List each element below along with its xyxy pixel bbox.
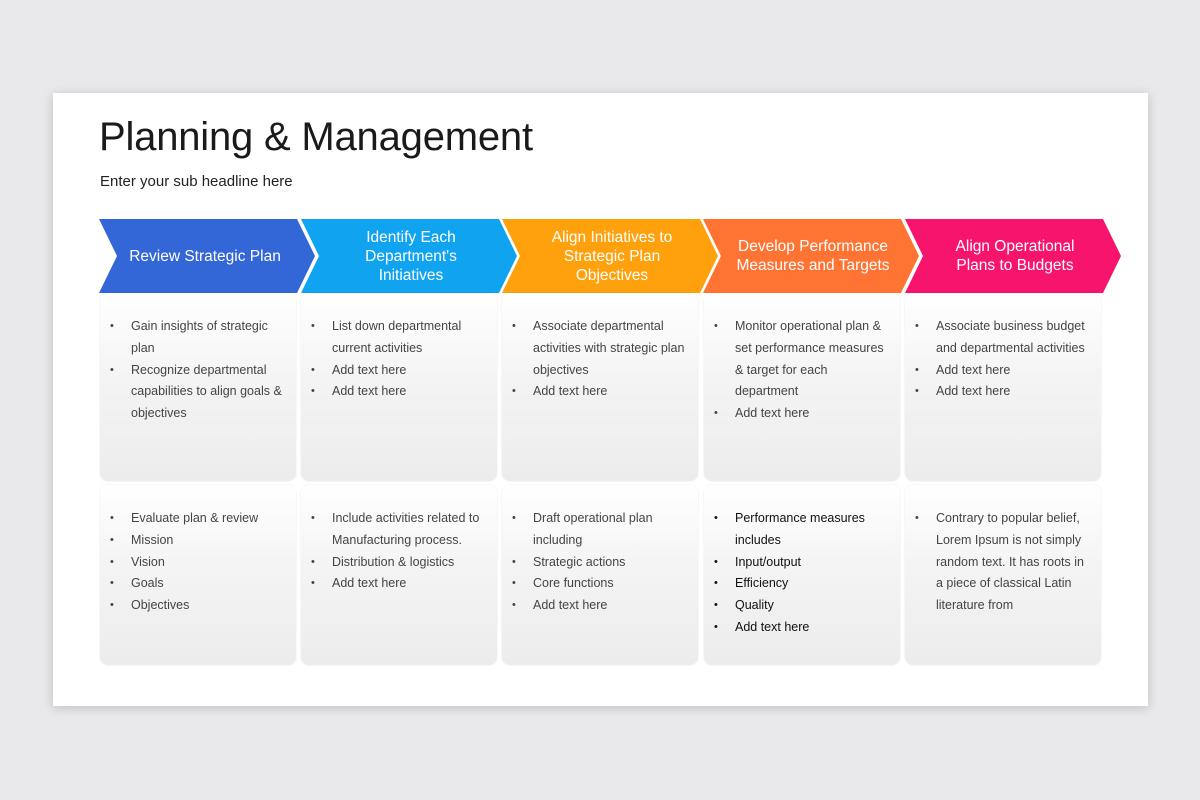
page-subtitle: Enter your sub headline here: [100, 173, 293, 190]
step-2-bottom-card: Include activities related to Manufactur…: [301, 485, 497, 665]
slide: Planning & Management Enter your sub hea…: [53, 93, 1148, 706]
bullet-item: Add text here: [309, 360, 489, 382]
step-5-top-card: Associate business budget and department…: [905, 293, 1101, 481]
step-arrow-label: Align Initiatives to Strategic Plan Obje…: [551, 228, 673, 284]
bullet-item: Recognize departmental capabilities to a…: [108, 360, 288, 425]
page-title: Planning & Management: [99, 115, 533, 159]
step-4-top-card: Monitor operational plan & set performan…: [704, 293, 900, 481]
step-3-top-card: Associate departmental activities with s…: [502, 293, 698, 481]
bullet-item: Draft operational plan including: [510, 508, 690, 552]
bullet-item: Evaluate plan & review: [108, 508, 288, 530]
bullet-item: Efficiency: [712, 573, 892, 595]
bullet-item: Goals: [108, 573, 288, 595]
bullet-item: Add text here: [309, 573, 489, 595]
bullet-item: Add text here: [712, 617, 892, 639]
bullet-item: Vision: [108, 552, 288, 574]
step-arrow-label: Develop Performance Measures and Targets: [736, 238, 890, 274]
step-2-top-card: List down departmental current activitie…: [301, 293, 497, 481]
bullet-item: Core functions: [510, 573, 690, 595]
bullet-item: Distribution & logistics: [309, 552, 489, 574]
bullet-item: Strategic actions: [510, 552, 690, 574]
bullet-list: Monitor operational plan & set performan…: [712, 316, 892, 425]
step-arrow-label: Review Strategic Plan: [129, 247, 281, 265]
step-arrow-1: Review Strategic Plan: [99, 219, 315, 293]
bullet-item: Quality: [712, 595, 892, 617]
bullet-item: Add text here: [913, 381, 1093, 403]
bullet-item: Add text here: [712, 403, 892, 425]
bullet-item: Monitor operational plan & set performan…: [712, 316, 892, 403]
step-1-top-card: Gain insights of strategic planRecognize…: [100, 293, 296, 481]
bullet-item: Contrary to popular belief, Lorem Ipsum …: [913, 508, 1093, 617]
bullet-list: Performance measures includesInput/outpu…: [712, 508, 892, 639]
bullet-list: Contrary to popular belief, Lorem Ipsum …: [913, 508, 1093, 617]
bullet-list: Associate business budget and department…: [913, 316, 1093, 403]
bullet-item: Mission: [108, 530, 288, 552]
bullet-item: Input/output: [712, 552, 892, 574]
bullet-item: Gain insights of strategic plan: [108, 316, 288, 360]
bullet-item: Include activities related to Manufactur…: [309, 508, 489, 552]
process-arrows: Review Strategic Plan Identify Each Depar…: [53, 219, 1148, 293]
step-arrow-3: Align Initiatives to Strategic Plan Obje…: [502, 219, 718, 293]
bullet-list: List down departmental current activitie…: [309, 316, 489, 403]
bullet-list: Evaluate plan & reviewMissionVisionGoals…: [108, 508, 288, 617]
bullet-item: Associate departmental activities with s…: [510, 316, 690, 381]
bullet-list: Gain insights of strategic planRecognize…: [108, 316, 288, 425]
bullet-item: Add text here: [309, 381, 489, 403]
bullet-list: Include activities related to Manufactur…: [309, 508, 489, 595]
step-arrow-5: Align Operational Plans to Budgets: [905, 219, 1121, 293]
bullet-item: Add text here: [510, 381, 690, 403]
step-3-bottom-card: Draft operational plan includingStrategi…: [502, 485, 698, 665]
bullet-list: Draft operational plan includingStrategi…: [510, 508, 690, 617]
step-1-bottom-card: Evaluate plan & reviewMissionVisionGoals…: [100, 485, 296, 665]
bullet-item: Add text here: [913, 360, 1093, 382]
bullet-item: Add text here: [510, 595, 690, 617]
step-arrow-label: Align Operational Plans to Budgets: [955, 238, 1075, 274]
bullet-item: List down departmental current activitie…: [309, 316, 489, 360]
step-arrow-label: Identify Each Department's Initiatives: [365, 228, 457, 284]
bullet-item: Associate business budget and department…: [913, 316, 1093, 360]
bullet-list: Associate departmental activities with s…: [510, 316, 690, 403]
step-arrow-2: Identify Each Department's Initiatives: [301, 219, 517, 293]
bullet-item: Performance measures includes: [712, 508, 892, 552]
bullet-item: Objectives: [108, 595, 288, 617]
step-4-bottom-card: Performance measures includesInput/outpu…: [704, 485, 900, 665]
step-arrow-4: Develop Performance Measures and Targets: [703, 219, 919, 293]
step-5-bottom-card: Contrary to popular belief, Lorem Ipsum …: [905, 485, 1101, 665]
